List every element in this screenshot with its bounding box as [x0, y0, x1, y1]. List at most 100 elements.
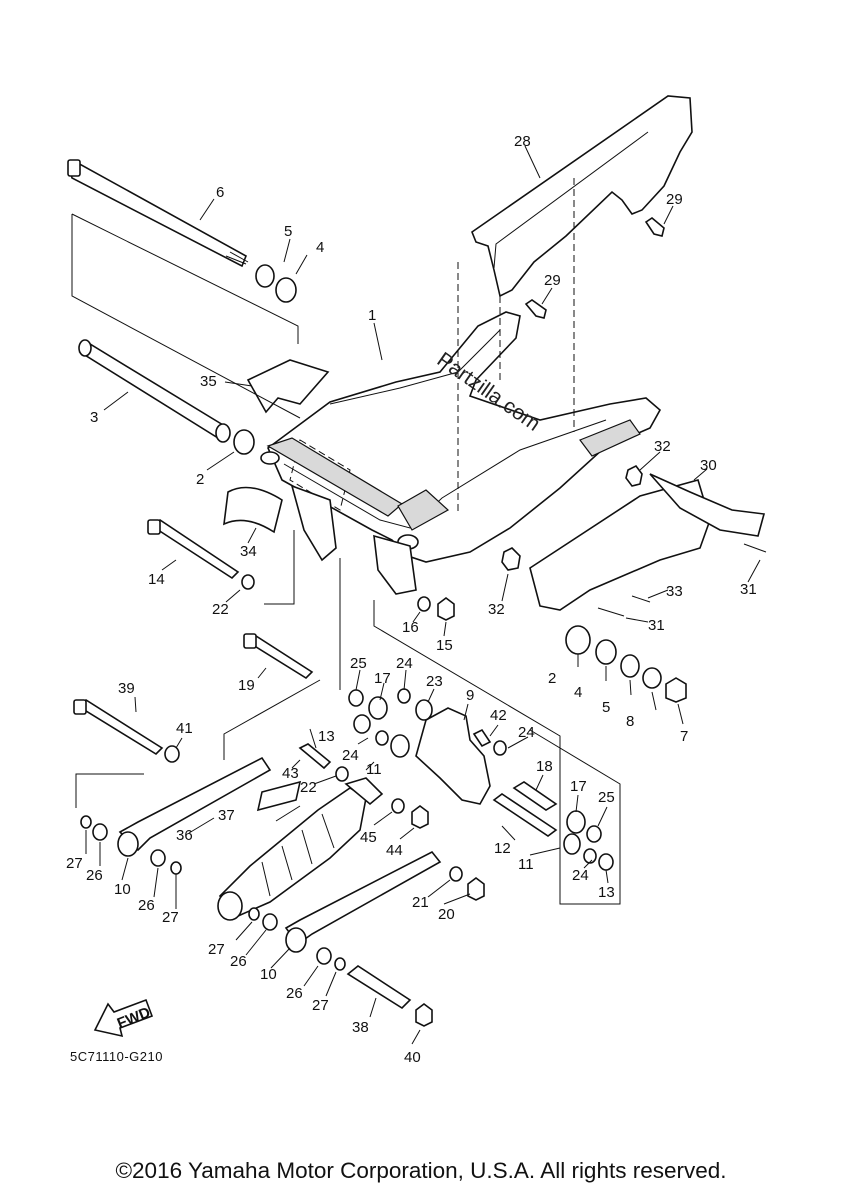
washer-24-part[interactable]	[397, 688, 411, 704]
bolt-39-part[interactable]	[73, 699, 164, 756]
collar-17b-part[interactable]	[566, 810, 586, 834]
collar-26b-part[interactable]	[150, 849, 166, 867]
callout-label: 31	[648, 617, 665, 634]
collar-13b-part[interactable]	[598, 853, 614, 871]
callout-label: 29	[544, 272, 561, 289]
washer-45-part[interactable]	[391, 798, 405, 814]
callout-label: 21	[412, 894, 429, 911]
callout-label: 2	[196, 471, 204, 488]
oring-27c-part[interactable]	[248, 907, 260, 921]
drawing-code: 5C71110-G210	[70, 1049, 163, 1064]
washer-41-part[interactable]	[164, 745, 180, 763]
oring-27b-part[interactable]	[170, 861, 182, 875]
collar-26c-part[interactable]	[262, 913, 278, 931]
copyright-notice: ©2016 Yamaha Motor Corporation, U.S.A. A…	[115, 1158, 727, 1183]
collar-32-part[interactable]	[501, 547, 521, 571]
callout-label: 22	[300, 779, 317, 796]
callout-label: 15	[436, 637, 453, 654]
bushing-10b-part[interactable]	[285, 927, 307, 953]
collar-13-part[interactable]	[353, 714, 371, 734]
pin-42-part[interactable]	[472, 728, 492, 748]
washer-22b-part[interactable]	[335, 766, 349, 782]
label-37-part[interactable]	[256, 780, 302, 812]
bolt-43-part[interactable]	[298, 743, 332, 770]
washer-24c-part[interactable]	[375, 730, 389, 746]
relay-arm-part[interactable]	[415, 707, 491, 805]
bearing-11-part[interactable]	[390, 734, 410, 758]
collar-17-part[interactable]	[368, 696, 388, 720]
collar-38-part[interactable]	[346, 965, 412, 1010]
bearing-23-part[interactable]	[415, 699, 433, 721]
callout-label: 2	[548, 670, 556, 687]
callout-label: 10	[260, 966, 277, 983]
chain-guard-part[interactable]	[471, 95, 693, 298]
callout-label: 26	[86, 867, 103, 884]
callout-label: 36	[176, 827, 193, 844]
collar-18-part[interactable]	[512, 781, 558, 811]
bearing-2b-part[interactable]	[565, 625, 591, 655]
callout-label: 33	[666, 583, 683, 600]
bushing-10-part[interactable]	[117, 831, 139, 857]
collar-4b-part[interactable]	[595, 639, 617, 665]
callout-label: 12	[494, 840, 511, 857]
collar-12-part[interactable]	[492, 793, 558, 837]
callout-label: 27	[162, 909, 179, 926]
washer-24b-part[interactable]	[493, 740, 507, 756]
washer-24d-part[interactable]	[583, 848, 597, 864]
callout-label: 24	[518, 724, 535, 741]
callout-label: 26	[230, 953, 247, 970]
callout-label: 8	[626, 713, 634, 730]
washer-16-part[interactable]	[417, 596, 431, 612]
callout-label: 41	[176, 720, 193, 737]
protector-sheet-part[interactable]	[246, 359, 330, 414]
washer-8-part[interactable]	[642, 667, 662, 689]
bolt-29a-part[interactable]	[644, 217, 665, 237]
swingarm-part[interactable]	[260, 311, 662, 595]
pivot-collar-part[interactable]	[78, 339, 231, 443]
callout-label: 30	[700, 457, 717, 474]
cover-30-part[interactable]	[649, 473, 766, 537]
bearing-11b-part[interactable]	[563, 833, 581, 855]
reference-line-left	[71, 213, 301, 419]
collar-26d-part[interactable]	[316, 947, 332, 965]
collar-32b-part[interactable]	[625, 464, 643, 487]
callout-label: 26	[138, 897, 155, 914]
collar-25-part[interactable]	[348, 689, 364, 707]
leader-lines	[85, 145, 761, 1045]
washer-21-part[interactable]	[449, 866, 463, 882]
bolt-14-part[interactable]	[147, 519, 240, 580]
washer-5b-part[interactable]	[620, 654, 640, 678]
nut-15-part[interactable]	[437, 597, 455, 621]
nut-20-part[interactable]	[467, 877, 485, 901]
collar-26-part[interactable]	[92, 823, 108, 841]
nut-44-part[interactable]	[411, 805, 429, 829]
callout-label: 39	[118, 680, 135, 697]
oring-27-part[interactable]	[80, 815, 92, 829]
bolt-19-part[interactable]	[243, 633, 314, 680]
callout-label: 29	[666, 191, 683, 208]
nut-7-part[interactable]	[665, 677, 687, 703]
oring-27d-part[interactable]	[334, 957, 346, 971]
connecting-rod-upper-part[interactable]	[118, 756, 272, 852]
rear-shock-part[interactable]	[217, 777, 384, 921]
callout-label: 6	[216, 184, 224, 201]
washer-5-part[interactable]	[255, 264, 275, 288]
bolt-29b-part[interactable]	[524, 299, 547, 319]
cover-34-part[interactable]	[223, 486, 283, 534]
callout-label: 44	[386, 842, 403, 859]
fwd-label: FWD	[115, 1004, 153, 1033]
washer-22-part[interactable]	[241, 574, 255, 590]
callout-label: 4	[574, 684, 582, 701]
collar-25b-part[interactable]	[586, 825, 602, 843]
callout-label: 27	[208, 941, 225, 958]
callout-label: 13	[318, 728, 335, 745]
collar-4-part[interactable]	[275, 277, 297, 303]
callout-label: 20	[438, 906, 455, 923]
nut-40-part[interactable]	[415, 1003, 433, 1027]
pivot-shaft-part[interactable]	[67, 159, 249, 268]
bearing-2-part[interactable]	[233, 429, 255, 455]
fwd-arrow-icon: FWD	[93, 998, 154, 1038]
callout-label: 28	[514, 133, 531, 150]
callout-label: 18	[536, 758, 553, 775]
